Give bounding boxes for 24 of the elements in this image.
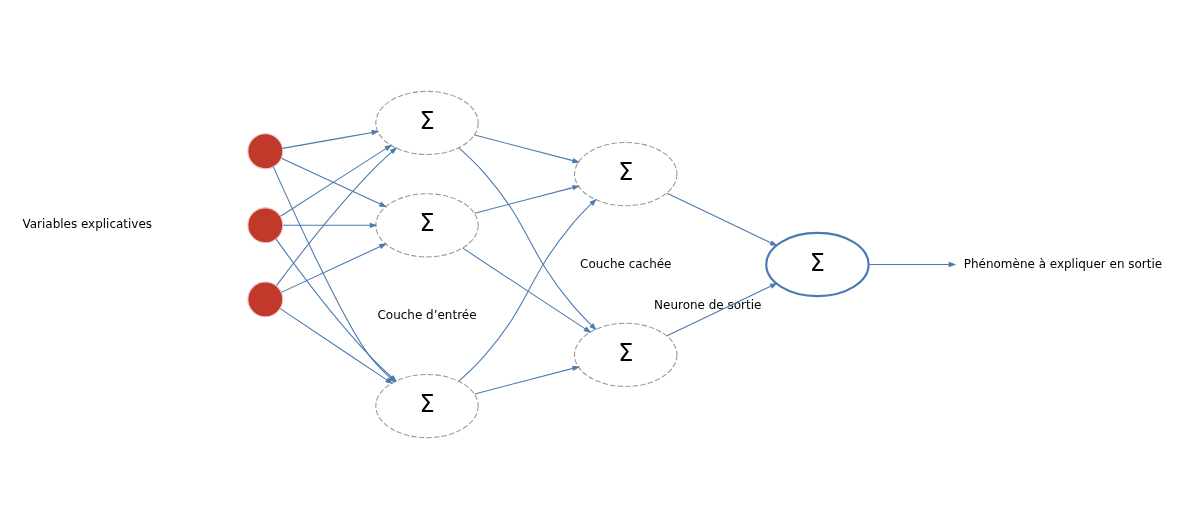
arrow	[474, 365, 580, 395]
arrow	[458, 198, 597, 382]
arrow	[666, 192, 778, 247]
arrow	[275, 147, 398, 287]
node-label: Neurone de sortie	[654, 297, 762, 312]
arrow	[666, 282, 778, 337]
node-circle	[247, 207, 284, 244]
arrow	[280, 243, 387, 293]
arrow	[474, 134, 580, 164]
node-circle	[247, 281, 284, 318]
label: Variables explicatives	[22, 217, 153, 232]
arrow	[282, 129, 380, 149]
arrow	[868, 261, 957, 268]
label: Couche cachée	[580, 256, 672, 271]
arrow	[282, 222, 378, 228]
node-circle	[247, 133, 284, 170]
arrow	[280, 157, 387, 208]
arrow	[474, 185, 580, 214]
arrow	[280, 144, 393, 217]
node-text: Phénomène à expliquer en sortie	[963, 256, 1163, 271]
node-ellipse: Σ	[765, 231, 870, 298]
arrow	[458, 147, 597, 331]
label: Couche d’entrée	[377, 307, 477, 322]
arrow	[462, 247, 592, 333]
